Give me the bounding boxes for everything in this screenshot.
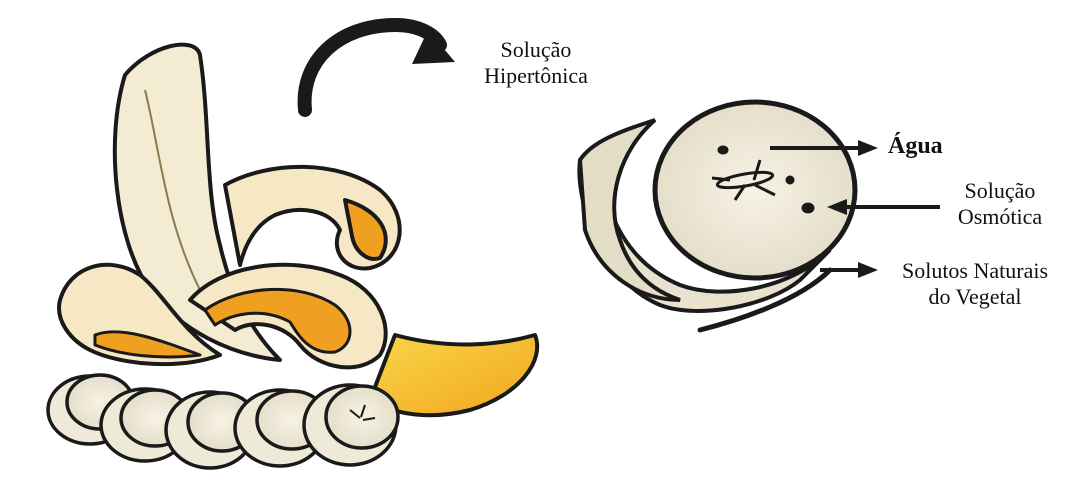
natural-solutes-label: Solutos Naturais do Vegetal [880, 258, 1069, 310]
osmotic-label-line2: Osmótica [940, 204, 1060, 230]
osmotic-arrow-icon [827, 199, 940, 215]
banana-slice [304, 385, 398, 465]
banana-slices [48, 375, 398, 468]
hypertonic-solution-label: Solução Hipertônica [466, 37, 606, 89]
solutes-arrow-icon [820, 262, 878, 278]
slice-face [655, 102, 855, 278]
hypertonic-label-line1: Solução [466, 37, 606, 63]
banana-slice-cross-section [579, 102, 855, 330]
solutes-label-line2: do Vegetal [880, 284, 1069, 310]
osmotic-label-line1: Solução [940, 178, 1060, 204]
osmotic-solution-label: Solução Osmótica [940, 178, 1060, 230]
solutes-label-line1: Solutos Naturais [880, 258, 1069, 284]
hypertonic-label-line2: Hipertônica [466, 63, 606, 89]
curved-arrow-icon [305, 25, 455, 110]
water-label: Água [888, 133, 943, 159]
